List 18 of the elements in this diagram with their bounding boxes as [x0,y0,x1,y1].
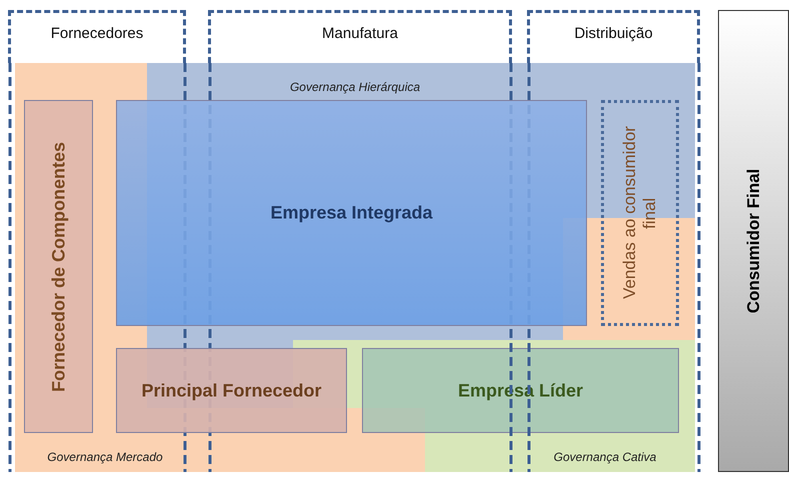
consumer-panel [718,10,789,472]
actor-box [24,100,93,433]
panel-label: Consumidor Final [744,168,764,314]
column-heading: Distribuição [574,25,653,42]
actor-box [116,348,347,433]
box-label: Fornecedor de Componentes [48,141,69,392]
region-label: Governança Hierárquica [290,80,420,94]
region-label: Governança Cativa [554,450,656,464]
governance-region [15,63,695,472]
region-label: Governança Mercado [47,450,163,464]
box-label: Principal Fornecedor [141,380,322,401]
box-label: Empresa Integrada [270,202,433,224]
actor-box [116,100,587,326]
column-heading: Fornecedores [50,25,144,42]
box-label: Vendas ao consumidor final [620,125,660,302]
actor-box [362,348,679,433]
activity-box [601,100,679,326]
column-heading: Manufatura [322,25,398,42]
